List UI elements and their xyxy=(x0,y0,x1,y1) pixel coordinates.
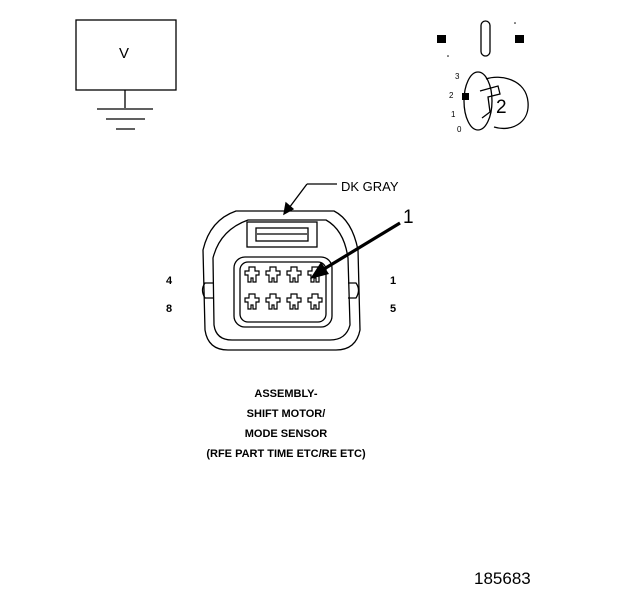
voltage-source-label: V xyxy=(119,45,130,62)
pin-label-5: 5 xyxy=(390,303,397,315)
figure-number: 185683 xyxy=(474,569,531,588)
terminal-cavity xyxy=(286,293,302,310)
dial-position-1: 1 xyxy=(451,110,456,119)
pin-label-4: 4 xyxy=(166,275,173,287)
dial-position-0: 0 xyxy=(457,125,462,134)
connector-housing xyxy=(201,210,361,351)
caption-line-1: ASSEMBLY- xyxy=(254,388,318,400)
terminal-cavity xyxy=(265,293,281,310)
terminal-cavity xyxy=(307,293,323,310)
pin-label-8: 8 xyxy=(166,303,173,315)
terminal-cavity xyxy=(244,266,260,283)
terminal-cavity xyxy=(286,266,302,283)
terminal-cavities xyxy=(244,266,323,310)
color-label-leader xyxy=(283,183,337,216)
cam-label: 2 xyxy=(496,97,507,118)
terminal-cavity xyxy=(244,293,260,310)
caption-line-2: SHIFT MOTOR/ xyxy=(246,408,326,420)
callout-number: 1 xyxy=(403,207,414,228)
callout-arrow xyxy=(310,221,401,279)
caption-line-3: MODE SENSOR xyxy=(244,428,328,440)
connector-color-label: DK GRAY xyxy=(341,179,399,194)
slot-indicator-icon xyxy=(437,20,524,57)
caption-line-4: (RFE PART TIME ETC/RE ETC) xyxy=(206,448,366,460)
dial-position-3: 3 xyxy=(455,72,460,81)
component-caption: ASSEMBLY- SHIFT MOTOR/ MODE SENSOR (RFE … xyxy=(186,384,386,464)
pin-label-1: 1 xyxy=(390,275,397,287)
dial-position-2: 2 xyxy=(449,91,454,100)
mode-dial-icon xyxy=(462,71,529,131)
terminal-cavity xyxy=(265,266,281,283)
voltage-source-symbol xyxy=(75,19,177,130)
